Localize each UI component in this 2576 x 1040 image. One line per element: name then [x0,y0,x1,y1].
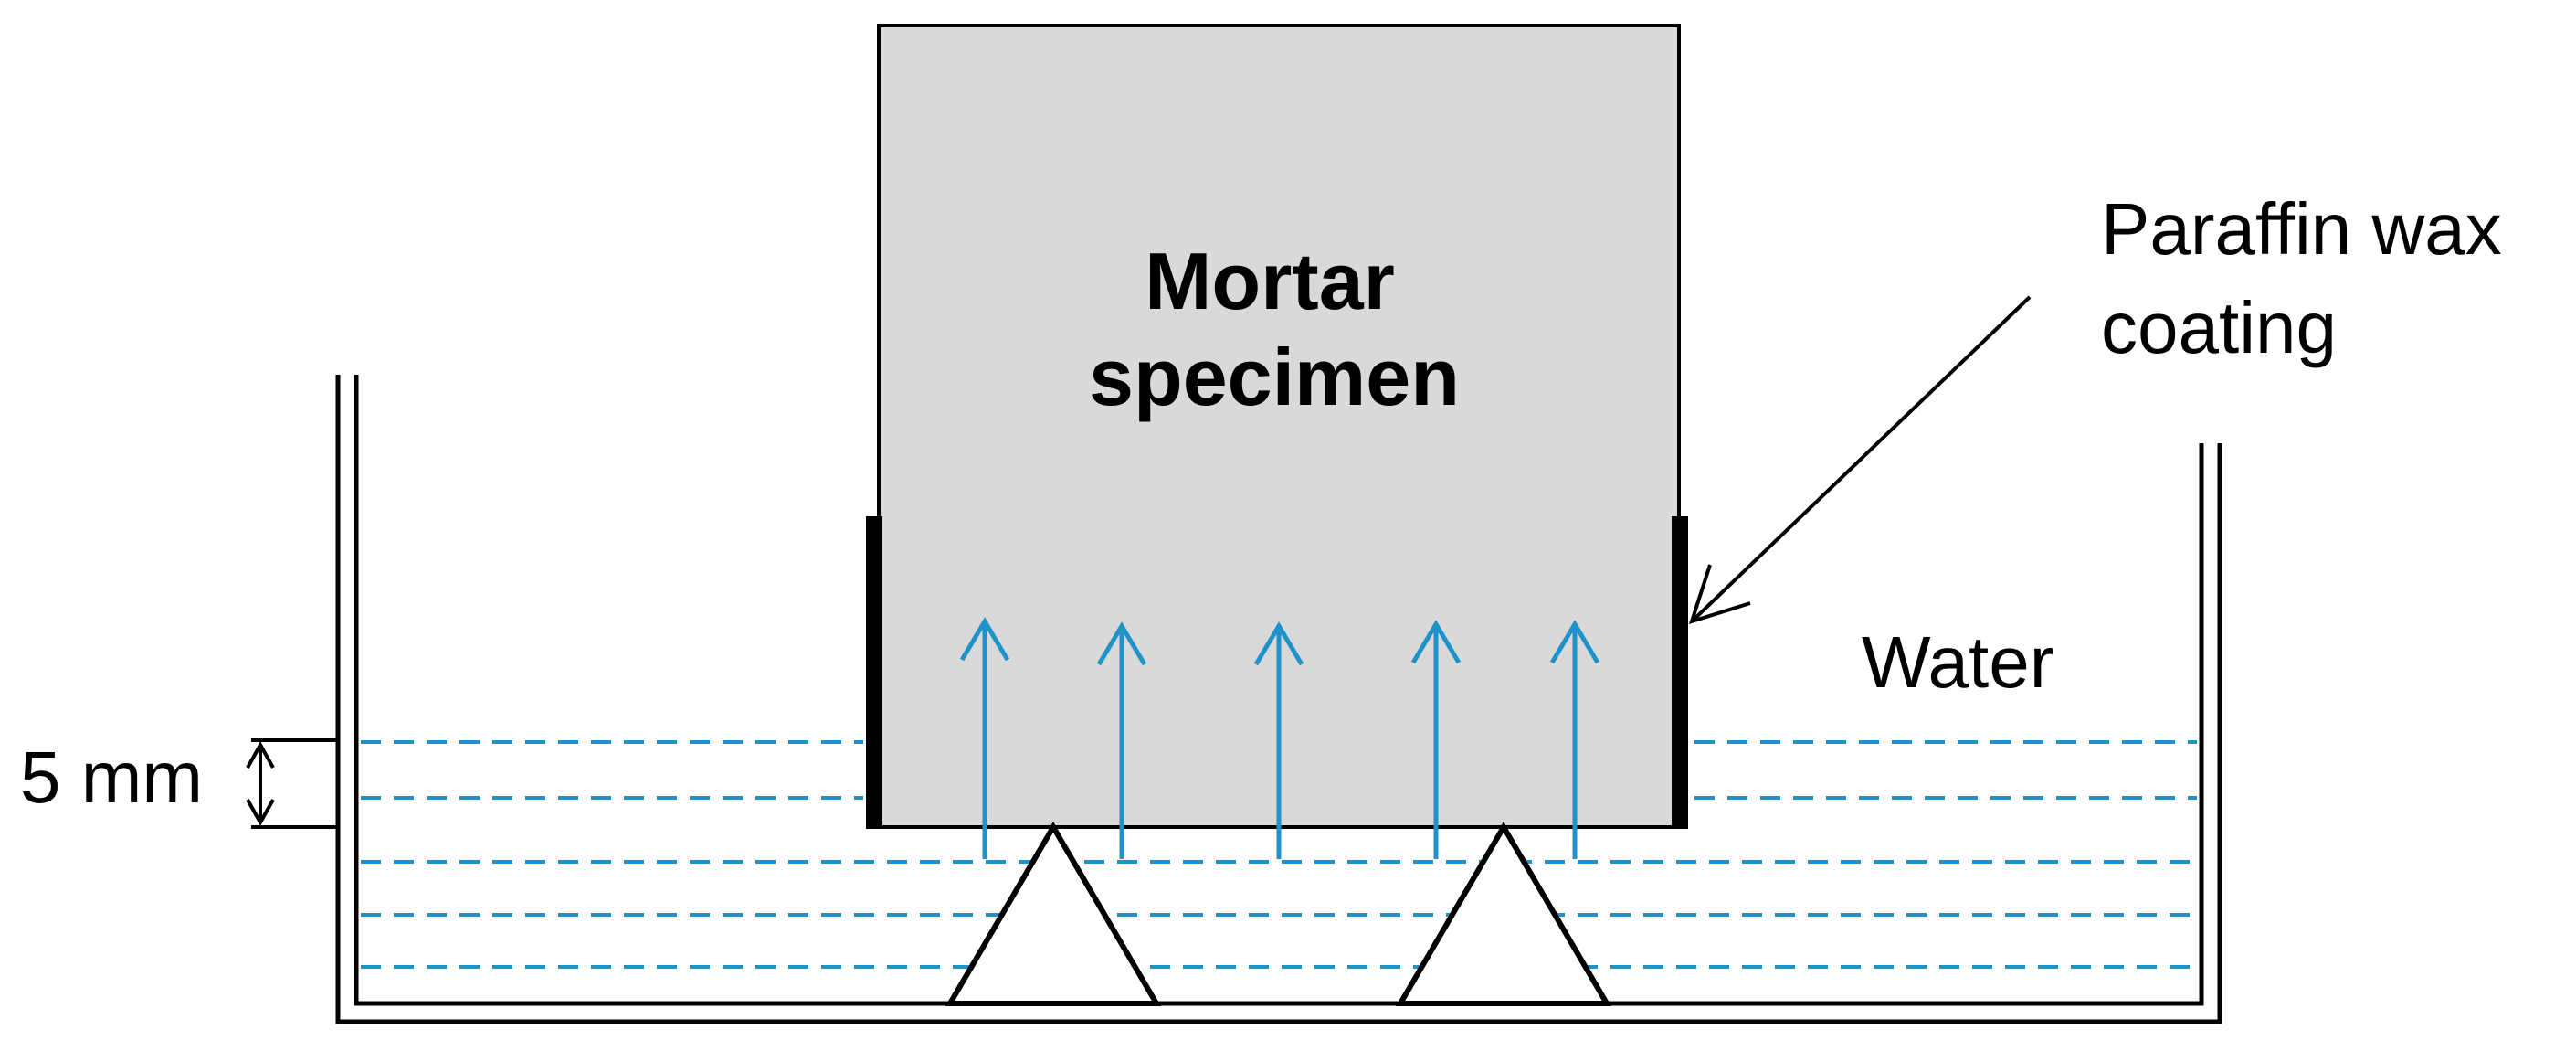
flow-arrows [959,617,1600,859]
coating-pointer [1688,295,2032,625]
flow-arrow [1549,620,1600,859]
flow-arrow [959,617,1010,859]
water-lines [361,740,2197,969]
coating-label-line1: Paraffin wax [2101,188,2502,270]
wax-coating-left [866,516,882,829]
wax-coating-right [1672,516,1688,829]
depth-dimension [246,738,336,829]
water-label: Water [1862,621,2053,703]
flow-arrow [1410,620,1462,859]
coating-label-line2: coating [2101,287,2337,368]
flow-arrow [1253,621,1304,859]
container-outer-wall [335,375,2222,1024]
specimen-label-line1: Mortar [1145,236,1395,326]
container [335,375,2222,1024]
flow-arrow [1096,621,1147,859]
support-left [945,822,1162,1006]
specimen-label-line2: specimen [1089,332,1460,422]
container-inner-wall [354,375,2204,1006]
support-right [1395,822,1612,1006]
depth-label: 5 mm [20,737,203,818]
